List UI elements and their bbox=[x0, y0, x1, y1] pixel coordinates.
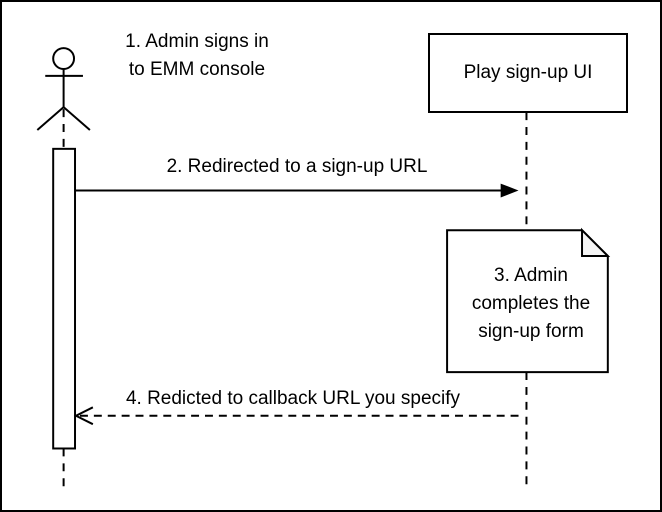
step3-note-label: 3. Admin completes the sign-up form bbox=[471, 264, 591, 342]
admin-activation-bar bbox=[52, 147, 77, 450]
step4-label: 4. Redicted to callback URL you specify bbox=[125, 388, 461, 409]
actor-icon bbox=[36, 47, 91, 131]
participant-label: Play sign-up UI bbox=[463, 62, 593, 83]
step2-label: 2. Redirected to a sign-up URL bbox=[166, 156, 428, 177]
actor-leg-left bbox=[36, 106, 65, 131]
arrowhead-open-left-icon bbox=[73, 406, 94, 426]
actor-head bbox=[52, 47, 76, 70]
note-folded-corner-icon bbox=[581, 227, 611, 257]
message-4-arrow bbox=[73, 406, 519, 426]
actor-leg-right bbox=[62, 106, 91, 131]
step1-label: 1. Admin signs in to EMM console bbox=[125, 31, 269, 80]
note-shape bbox=[446, 227, 611, 374]
participant-play-signup-ui: Play sign-up UI bbox=[428, 33, 628, 113]
arrowhead-filled-right-icon bbox=[500, 183, 519, 198]
message-2-arrow bbox=[75, 183, 519, 198]
